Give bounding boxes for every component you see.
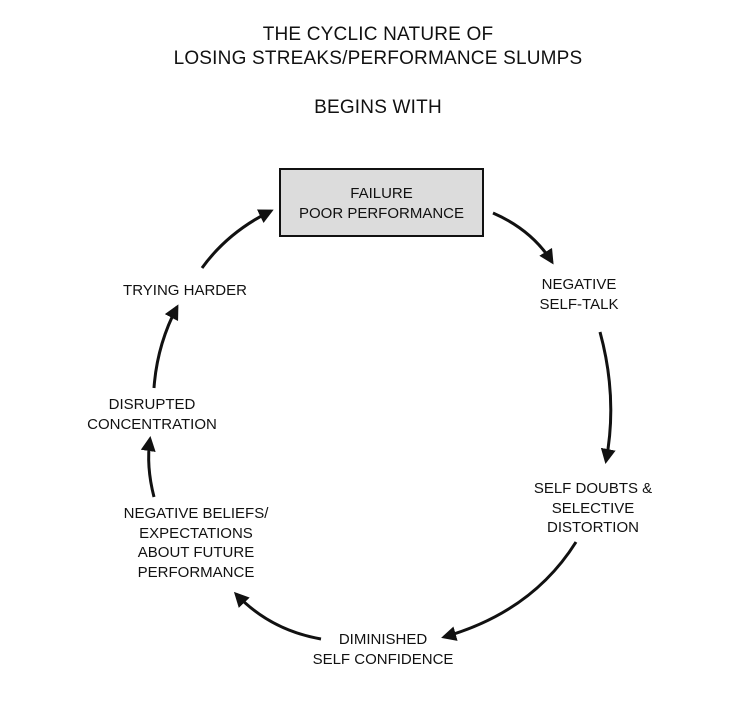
negative-beliefs-line-3: ABOUT FUTURE bbox=[137, 544, 255, 561]
diagram-title-line-2: LOSING STREAKS/PERFORMANCE SLUMPS bbox=[173, 48, 583, 69]
disrupted-line-2: CONCENTRATION bbox=[87, 415, 217, 433]
diminished-line-1: DIMINISHED bbox=[338, 631, 428, 648]
negative-beliefs-node: NEGATIVE BELIEFS/ EXPECTATIONS ABOUT FUT… bbox=[106, 504, 286, 582]
trying-harder-node: TRYING HARDER bbox=[110, 281, 260, 301]
negative-beliefs-line-4: PERFORMANCE bbox=[137, 563, 255, 581]
negative-beliefs-line-2: EXPECTATIONS bbox=[139, 524, 253, 542]
negative-self-talk-node: NEGATIVE SELF-TALK bbox=[514, 275, 644, 314]
arrow-self-talk-to-self-doubts bbox=[598, 331, 616, 464]
diminished-line-2: SELF CONFIDENCE bbox=[312, 650, 454, 668]
failure-label: FAILURE bbox=[350, 185, 413, 202]
diminished-self-confidence-node: DIMINISHED SELF CONFIDENCE bbox=[298, 630, 468, 669]
poor-performance-label: POOR PERFORMANCE bbox=[298, 205, 464, 222]
failure-poor-performance-box: FAILURE POOR PERFORMANCE bbox=[279, 168, 484, 237]
negative-self-talk-line-1: NEGATIVE bbox=[541, 276, 617, 293]
negative-self-talk-line-2: SELF-TALK bbox=[539, 295, 619, 313]
negative-beliefs-line-1: NEGATIVE BELIEFS/ bbox=[123, 505, 269, 522]
arrow-self-doubts-to-diminished bbox=[441, 541, 578, 641]
disrupted-concentration-node: DISRUPTED CONCENTRATION bbox=[77, 395, 227, 434]
self-doubts-line-2: SELECTIVE bbox=[551, 499, 635, 517]
arrow-trying-to-failure bbox=[200, 209, 274, 269]
diagram-title-line-1: THE CYCLIC NATURE OF bbox=[262, 24, 494, 45]
arrow-beliefs-to-concentration bbox=[140, 436, 156, 498]
self-doubts-line-1: SELF DOUBTS & bbox=[533, 480, 653, 497]
self-doubts-node: SELF DOUBTS & SELECTIVE DISTORTION bbox=[518, 479, 668, 538]
arrow-diminished-to-beliefs bbox=[233, 591, 322, 641]
disrupted-line-1: DISRUPTED bbox=[108, 396, 196, 413]
self-doubts-line-3: DISTORTION bbox=[547, 519, 639, 536]
diagram-subtitle: BEGINS WITH bbox=[314, 97, 442, 118]
arrow-concentration-to-trying bbox=[152, 304, 179, 389]
arrow-failure-to-self-talk bbox=[492, 211, 554, 265]
trying-harder-label: TRYING HARDER bbox=[123, 282, 247, 299]
